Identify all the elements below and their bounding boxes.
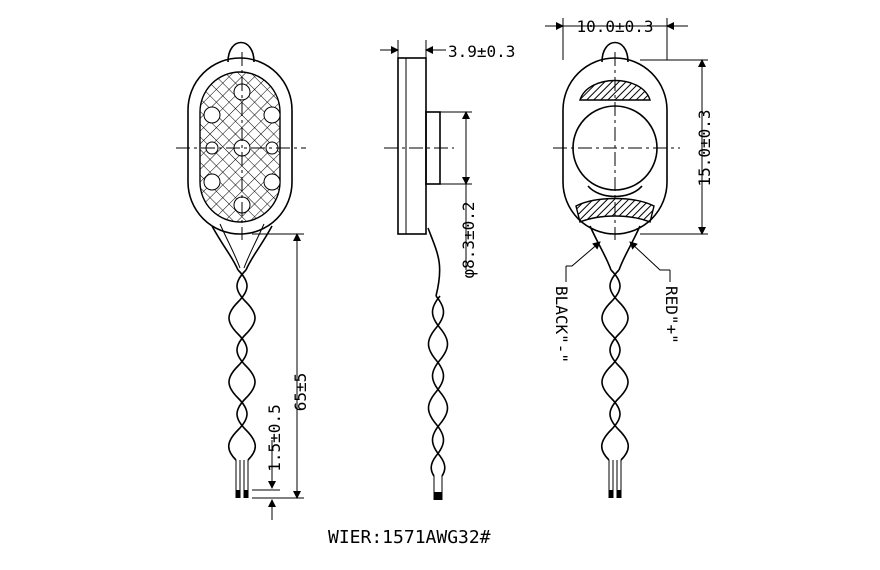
red-lead-label: RED"+" [662, 286, 681, 344]
black-lead-label: BLACK"-" [552, 286, 571, 363]
side-body [397, 57, 427, 235]
front-body-outer [187, 57, 293, 235]
side-view [384, 57, 454, 500]
front-tab [227, 41, 255, 63]
side-wire-a [427, 295, 445, 477]
back-dimensions: 10.0±0.3 15.0±0.3 BLACK"-" RED"+" [545, 17, 714, 363]
back-wire-a [600, 269, 621, 461]
side-wire-b [431, 295, 449, 477]
thickness-label: 3.9±0.3 [448, 42, 515, 61]
back-wire-b [609, 269, 630, 461]
diameter-label: φ8.3±0.2 [459, 201, 478, 278]
back-view [553, 41, 680, 498]
front-view [176, 41, 306, 498]
side-dimensions: 3.9±0.3 φ8.3±0.2 [380, 40, 515, 279]
front-wire-a [227, 269, 248, 461]
wire-spec-label: WIER:1571AWG32# [328, 527, 491, 548]
front-dimensions: 65±5 1.5±0.5 [252, 233, 310, 520]
strip-length-label: 1.5±0.5 [265, 404, 284, 471]
back-tab [601, 41, 629, 63]
front-wire-b [236, 269, 257, 461]
lead-length-label: 65±5 [291, 373, 310, 412]
width-label: 10.0±0.3 [576, 17, 653, 36]
height-label: 15.0±0.3 [695, 109, 714, 186]
